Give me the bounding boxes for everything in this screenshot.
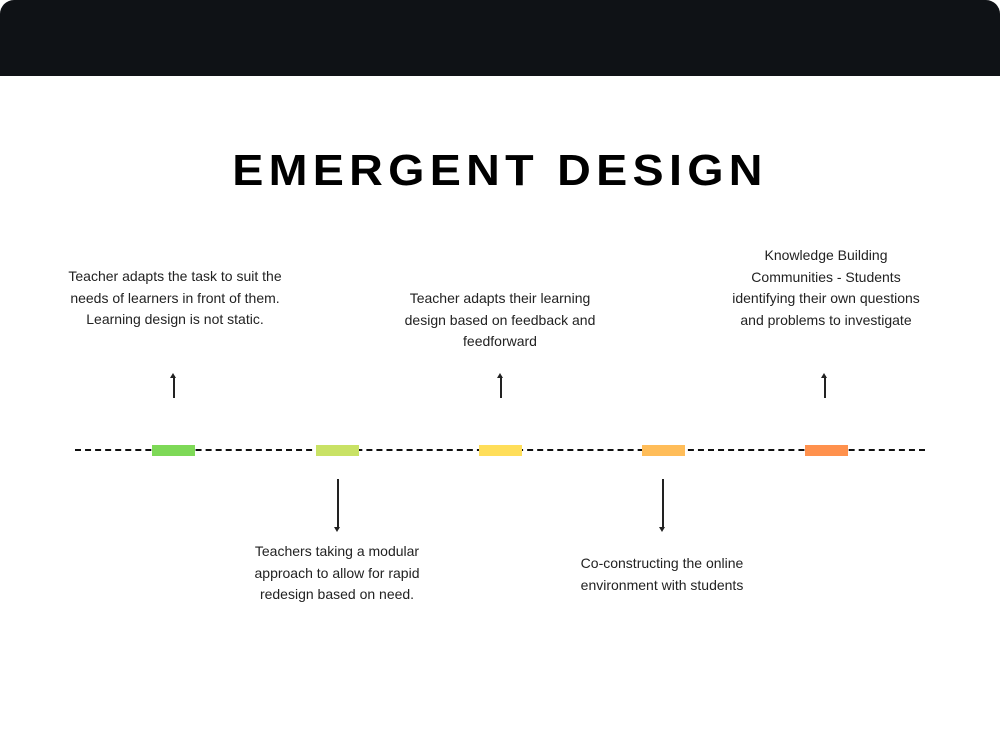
milestone-note-4: Co-constructing the online environment w… [580,555,744,593]
milestone-note-1: Teacher adapts the task to suit the need… [68,268,282,327]
timeline-marker-2 [316,445,359,456]
milestone-note-5: Knowledge Building Communities - Student… [732,247,920,328]
top-bar [0,0,1000,76]
page-title: EMERGENT DESIGN [232,146,768,195]
arrow-down-icon [334,479,340,532]
arrow-down-icon [659,479,665,532]
milestone-note-2: Teachers taking a modular approach to al… [254,543,420,602]
timeline-marker-4 [642,445,685,456]
timeline-marker-1 [152,445,195,456]
arrow-up-icon [821,373,827,398]
arrow-up-icon [497,373,503,398]
milestone-note-3: Teacher adapts their learning design bas… [404,290,596,349]
arrow-up-icon [170,373,176,398]
timeline-marker-3 [479,445,522,456]
timeline-marker-5 [805,445,848,456]
